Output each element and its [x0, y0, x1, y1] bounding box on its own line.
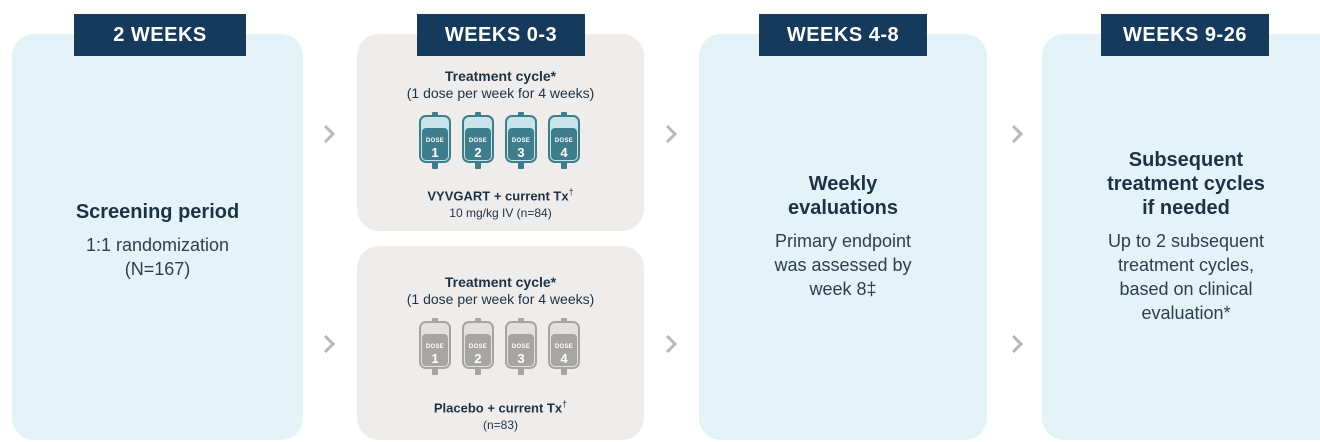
weekly-title-line-1: Weekly — [808, 173, 878, 195]
phase-header-weeks-4-8: WEEKS 4-8 — [759, 14, 927, 56]
arm1-cycle-title: Treatment cycle* — [444, 68, 557, 84]
phase-header-2-weeks: 2 WEEKS — [74, 14, 246, 56]
dose-word: DOSE — [511, 344, 531, 350]
dose-number: 2 — [474, 145, 482, 160]
iv-bag-icon: DOSE 2 — [460, 112, 496, 172]
arm1-label: VYVGART + current Tx† — [427, 187, 574, 204]
arm1-cycle-desc: (1 dose per week for 4 weeks) — [406, 85, 595, 101]
subsequent-title-line-3: if needed — [1142, 197, 1230, 219]
iv-bag-icon: DOSE 2 — [460, 318, 496, 378]
dose-word: DOSE — [511, 138, 531, 144]
dose-word: DOSE — [468, 138, 488, 144]
weekly-body-line-2: was assessed by — [774, 255, 912, 275]
dose-number: 1 — [431, 145, 439, 160]
subsequent-title-line-1: Subsequent — [1128, 149, 1244, 171]
iv-bag-icon: DOSE 4 — [546, 318, 582, 378]
treatment-arm-placebo: Treatment cycle* (1 dose per week for 4 … — [357, 246, 644, 440]
iv-bag-icon: DOSE 3 — [503, 318, 539, 378]
chevron-right-icon — [1011, 334, 1024, 354]
chevron-right-icon — [323, 124, 336, 144]
subsequent-cycles-panel: Subsequent treatment cycles if needed Up… — [1042, 34, 1320, 440]
iv-bag-icon: DOSE 4 — [546, 112, 582, 172]
arm2-dose-bags: DOSE 1 DOSE 2 DOSE 3 DOSE 4 — [417, 318, 582, 378]
arm2-cycle-desc: (1 dose per week for 4 weeks) — [406, 291, 595, 307]
dose-word: DOSE — [425, 344, 445, 350]
arm2-cycle-title: Treatment cycle* — [444, 274, 557, 290]
screening-panel: Screening period 1:1 randomization (N=16… — [12, 34, 303, 440]
weekly-body-line-1: Primary endpoint — [774, 231, 912, 251]
phase-header-weeks-9-26: WEEKS 9-26 — [1101, 14, 1269, 56]
weekly-evaluations-panel: Weekly evaluations Primary endpoint was … — [699, 34, 987, 440]
subsequent-title-line-2: treatment cycles — [1107, 173, 1265, 195]
treatment-arm-vyvgart: Treatment cycle* (1 dose per week for 4 … — [357, 34, 644, 231]
dose-number: 3 — [517, 351, 525, 366]
chevron-right-icon — [323, 334, 336, 354]
iv-bag-icon: DOSE 1 — [417, 112, 453, 172]
chevron-right-icon — [665, 334, 678, 354]
dose-number: 4 — [560, 351, 568, 366]
subsequent-body-line-2: treatment cycles, — [1117, 255, 1255, 275]
subsequent-body-line-1: Up to 2 subsequent — [1107, 231, 1265, 251]
arm1-note: 10 mg/kg IV (n=84) — [449, 206, 552, 221]
chevron-right-icon — [665, 124, 678, 144]
iv-bag-icon: DOSE 3 — [503, 112, 539, 172]
subsequent-body-line-3: based on clinical — [1119, 279, 1253, 299]
dose-word: DOSE — [468, 344, 488, 350]
dose-number: 1 — [431, 351, 439, 366]
phase-header-weeks-0-3: WEEKS 0-3 — [417, 14, 585, 56]
screening-body-line-2: (N=167) — [124, 259, 191, 279]
dose-word: DOSE — [554, 138, 574, 144]
dose-word: DOSE — [554, 344, 574, 350]
dose-number: 3 — [517, 145, 525, 160]
dose-number: 4 — [560, 145, 568, 160]
arm2-note: (n=83) — [482, 418, 519, 433]
arm1-dose-bags: DOSE 1 DOSE 2 DOSE 3 DOSE 4 — [417, 112, 582, 172]
iv-bag-icon: DOSE 1 — [417, 318, 453, 378]
screening-title: Screening period — [75, 201, 240, 223]
screening-body-line-1: 1:1 randomization — [85, 235, 230, 255]
dose-number: 2 — [474, 351, 482, 366]
dose-word: DOSE — [425, 138, 445, 144]
chevron-right-icon — [1011, 124, 1024, 144]
subsequent-body-line-4: evaluation* — [1141, 303, 1231, 323]
weekly-title-line-2: evaluations — [787, 197, 899, 219]
weekly-body-line-3: week 8‡ — [809, 279, 877, 299]
arm2-label: Placebo + current Tx† — [433, 399, 568, 416]
